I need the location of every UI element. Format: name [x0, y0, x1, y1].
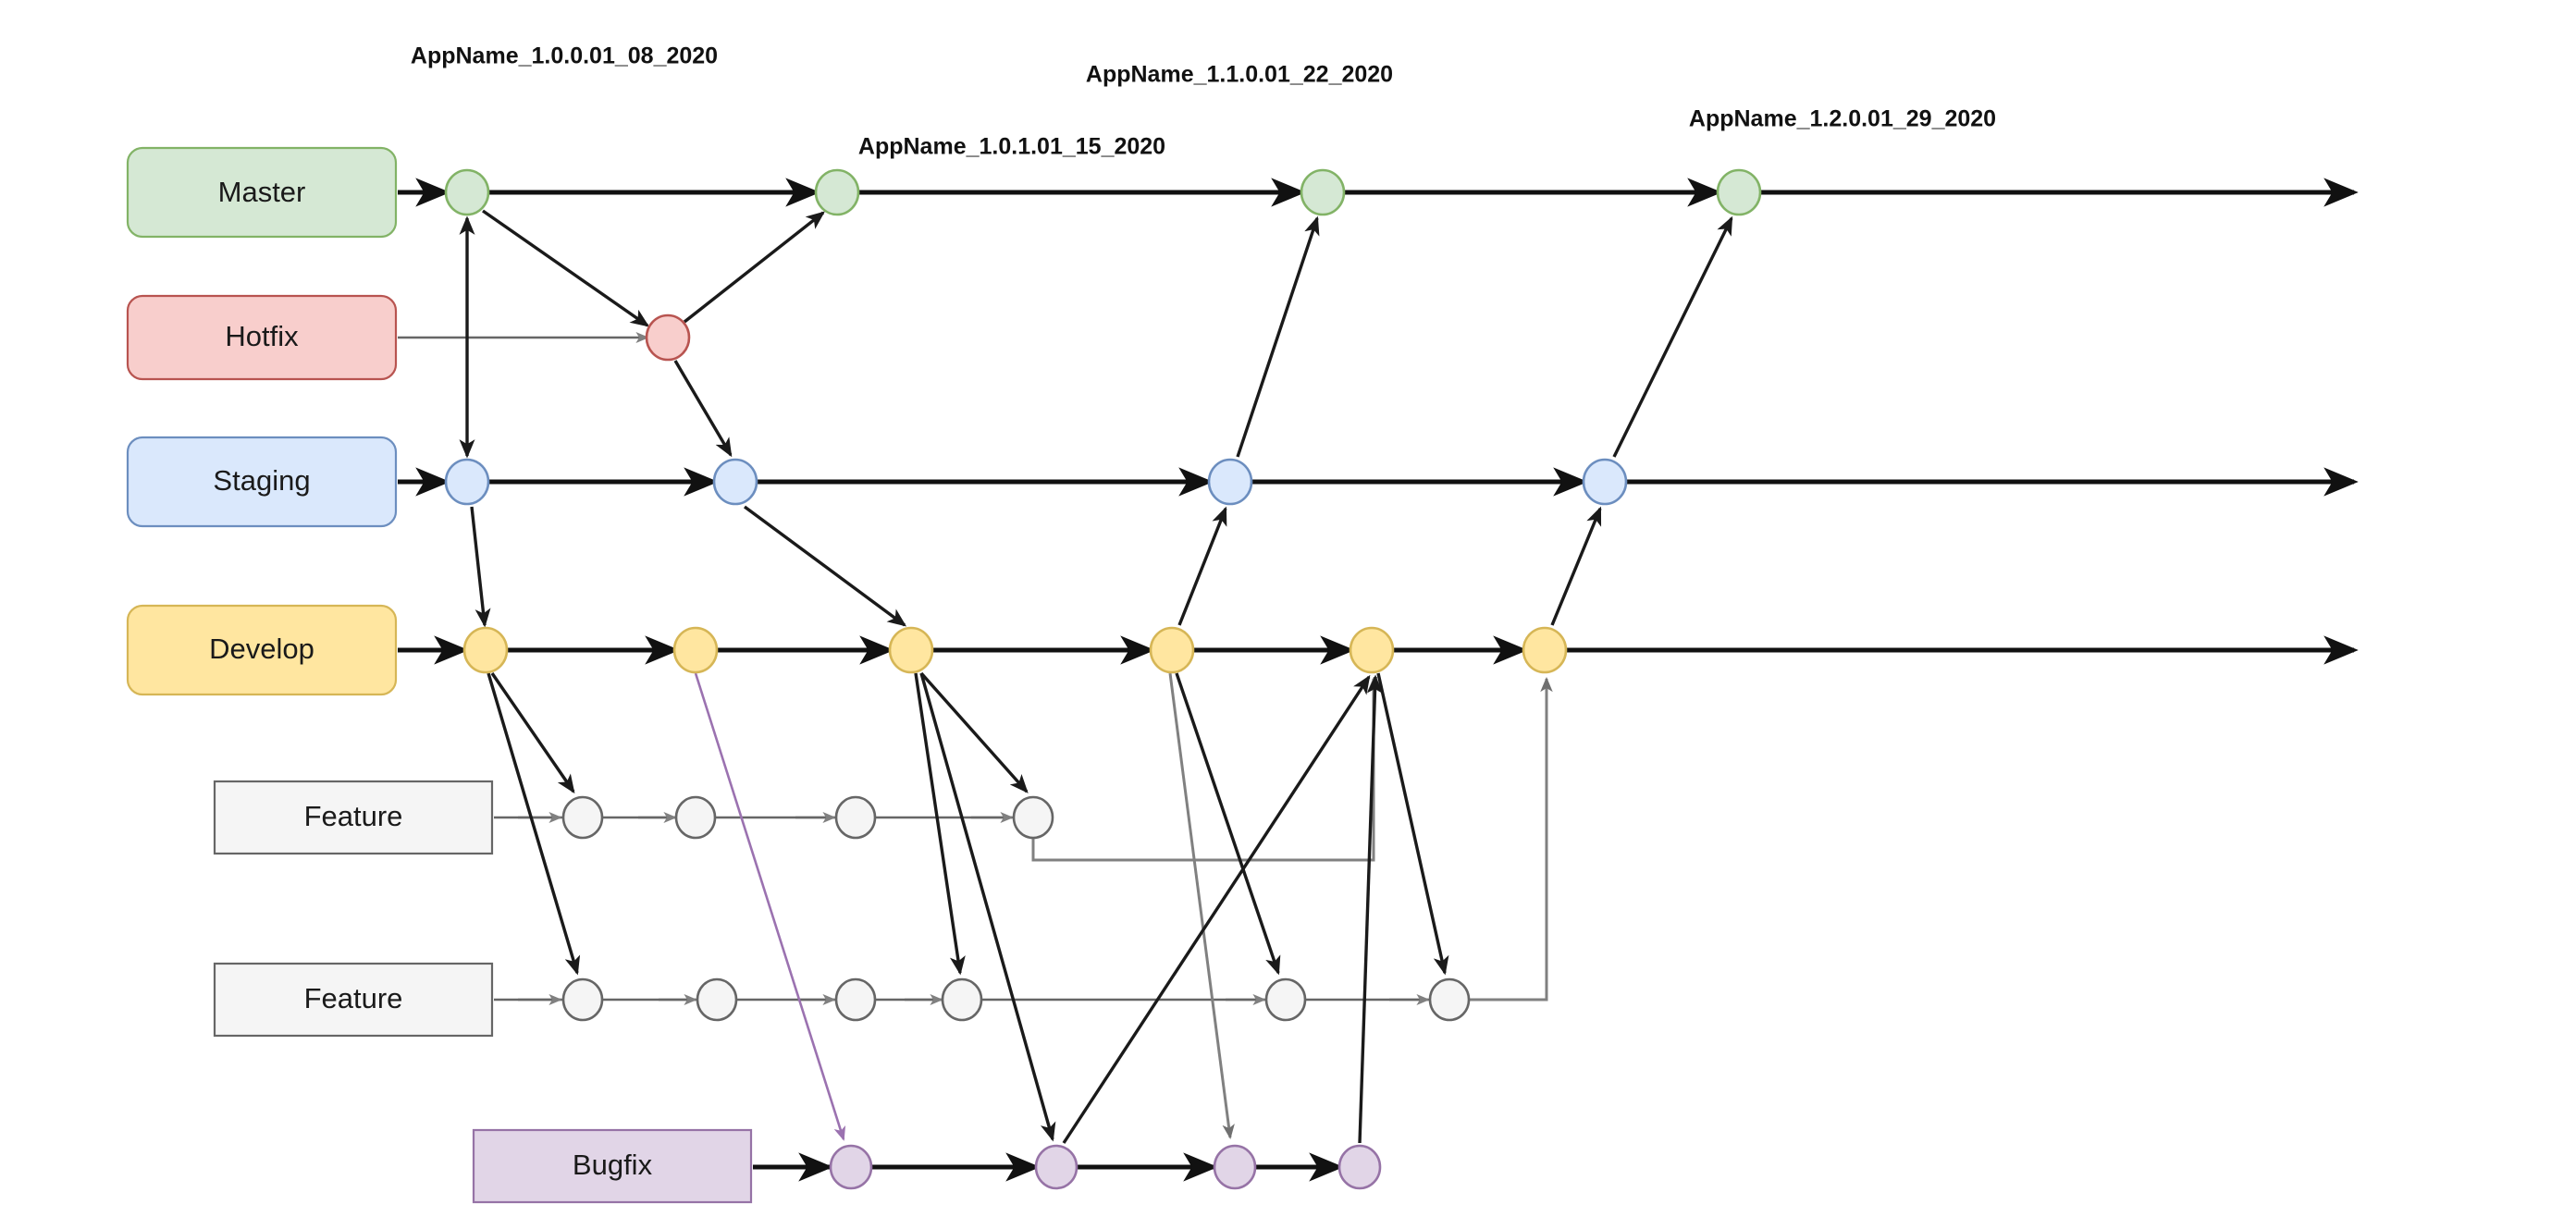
lane-label-hotfix[interactable]: Hotfix	[126, 294, 398, 381]
edge-develop4-staging3	[1177, 506, 1227, 626]
lane-label-feature-1[interactable]: Feature	[213, 780, 494, 855]
commit-node-feature2-1[interactable]	[561, 977, 604, 1022]
commit-node-staging-1[interactable]	[444, 458, 490, 506]
develop-box[interactable]	[126, 604, 398, 696]
commit-node-bugfix-4[interactable]	[1337, 1144, 1382, 1190]
branch-edges	[459, 209, 1733, 1144]
commit-node-feature1-4[interactable]	[1012, 795, 1054, 840]
release-tag-4: AppName_1.2.0.01_29_2020	[1689, 106, 1996, 132]
feature1-label: Feature	[304, 800, 403, 832]
edge-master1-hotfix	[482, 209, 650, 327]
commit-node-develop-6[interactable]	[1522, 626, 1568, 674]
lane-label-staging[interactable]: Staging	[126, 436, 398, 528]
commit-node-bugfix-1[interactable]	[829, 1144, 873, 1190]
commit-node-develop-4[interactable]	[1149, 626, 1195, 674]
commit-node-feature2-4[interactable]	[941, 977, 983, 1022]
edge-feature2n6-develop6	[1470, 676, 1553, 1002]
bugfix-box[interactable]	[472, 1128, 753, 1204]
bugfix-label: Bugfix	[573, 1149, 653, 1181]
edge-staging1-develop1	[470, 506, 491, 628]
edge-develop6-staging4	[1550, 506, 1602, 626]
commit-node-develop-5[interactable]	[1349, 626, 1395, 674]
commit-node-bugfix-2[interactable]	[1034, 1144, 1078, 1190]
commit-node-feature2-6[interactable]	[1428, 977, 1471, 1022]
feature1-box[interactable]	[213, 780, 494, 855]
commit-node-feature1-3[interactable]	[834, 795, 877, 840]
lane-label-bugfix[interactable]: Bugfix	[472, 1128, 753, 1204]
edge-develop3-bugfix2	[919, 672, 1056, 1142]
edge-staging2-develop3	[743, 505, 907, 627]
lane-label-feature-2[interactable]: Feature	[213, 962, 494, 1038]
commit-node-feature2-2[interactable]	[696, 977, 738, 1022]
edge-develop2-bugfix1	[694, 672, 846, 1141]
edge-develop3-feature1n4	[919, 671, 1029, 793]
commit-node-develop-3[interactable]	[888, 626, 934, 674]
release-tag-2: AppName_1.0.1.01_15_2020	[858, 134, 1165, 160]
hotfix-box[interactable]	[126, 294, 398, 381]
edge-bugfix2-develop5	[1062, 674, 1371, 1144]
feature2-box[interactable]	[213, 962, 494, 1038]
lane-label-develop[interactable]: Develop	[126, 604, 398, 696]
commit-node-staging-4[interactable]	[1582, 458, 1628, 506]
staging-box[interactable]	[126, 436, 398, 528]
commit-node-staging-2[interactable]	[712, 458, 758, 506]
commit-nodes	[444, 168, 1762, 1190]
commit-node-feature1-1[interactable]	[561, 795, 604, 840]
edge-bugfix4-develop5	[1358, 674, 1383, 1144]
commit-node-master-1[interactable]	[444, 168, 490, 216]
edge-hotfix-master2	[683, 211, 826, 324]
commit-node-staging-3[interactable]	[1207, 458, 1253, 506]
edge-staging4-master4	[1612, 215, 1733, 458]
master-label: Master	[218, 176, 306, 208]
release-tag-3: AppName_1.1.0.01_22_2020	[1086, 62, 1393, 88]
lane-label-boxes: Master Hotfix Staging Develop Feature Fe…	[126, 146, 753, 1204]
staging-label: Staging	[213, 464, 310, 497]
commit-node-bugfix-3[interactable]	[1213, 1144, 1257, 1190]
commit-node-master-3[interactable]	[1300, 168, 1346, 216]
commit-node-feature2-3[interactable]	[834, 977, 877, 1022]
edge-develop4-bugfix3	[1168, 672, 1235, 1140]
hotfix-label: Hotfix	[225, 320, 299, 352]
edge-staging3-master3	[1236, 215, 1320, 458]
commit-node-master-4[interactable]	[1716, 168, 1762, 216]
master-box[interactable]	[126, 146, 398, 239]
commit-node-develop-1[interactable]	[462, 626, 509, 674]
commit-node-feature2-5[interactable]	[1264, 977, 1307, 1022]
lane-progress-arrows	[400, 178, 1722, 1182]
edge-develop1-feature2n1	[487, 672, 581, 976]
feature2-label: Feature	[304, 982, 403, 1014]
edge-develop5-feature2n6	[1376, 672, 1449, 976]
commit-node-hotfix-1[interactable]	[645, 313, 691, 362]
edge-hotfix-staging2	[673, 360, 733, 458]
edge-develop1-feature1n1	[490, 672, 575, 794]
commit-node-master-2[interactable]	[814, 168, 860, 216]
release-tag-1: AppName_1.0.0.01_08_2020	[411, 43, 718, 69]
develop-label: Develop	[209, 633, 314, 665]
lane-label-master[interactable]: Master	[126, 146, 398, 239]
edge-develop3-feature2n4	[914, 672, 966, 976]
commit-node-feature1-2[interactable]	[674, 795, 717, 840]
commit-node-develop-2[interactable]	[672, 626, 719, 674]
edge-develop4-feature2n5	[1175, 672, 1281, 976]
edge-feature1n4-develop5	[1031, 676, 1380, 862]
release-tags: AppName_1.0.0.01_08_2020 AppName_1.0.1.0…	[411, 43, 1996, 160]
